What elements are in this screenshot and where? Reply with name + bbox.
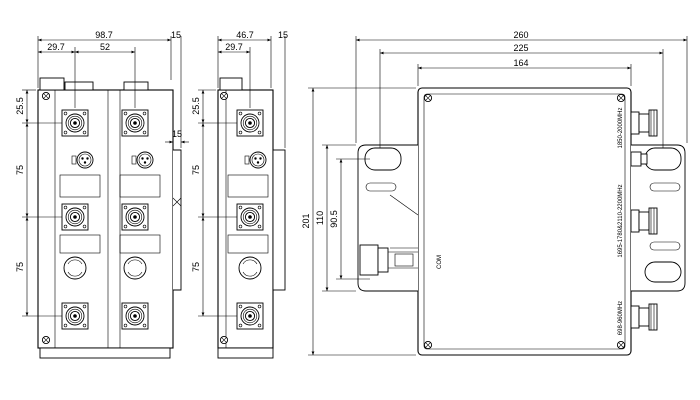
dim-top-overall-length: 260 bbox=[513, 30, 528, 40]
screw-icon bbox=[41, 335, 51, 345]
n-connector-icon bbox=[121, 203, 149, 231]
dim-top-height-110: 110 bbox=[315, 211, 325, 225]
boss-icon bbox=[238, 256, 262, 280]
boss-icon bbox=[123, 256, 147, 280]
port-connector-1 bbox=[630, 109, 658, 137]
dim-front-top-offset: 25.5 bbox=[15, 97, 25, 115]
dim-front-vertical-1: 75 bbox=[15, 165, 25, 175]
dim-side-top-offset: 25.5 bbox=[191, 97, 201, 115]
front-body bbox=[37, 89, 174, 349]
port-connector-3 bbox=[630, 303, 658, 331]
port-label-com: COM bbox=[437, 255, 443, 269]
n-connector-icon bbox=[61, 302, 89, 330]
dim-side-width-total: 46.7 bbox=[236, 30, 254, 40]
dim-side-flange: 15 bbox=[278, 30, 288, 40]
port-label-3: 698-960MHz bbox=[618, 301, 624, 335]
dim-side-vertical-1: 75 bbox=[191, 165, 201, 175]
dim-top-overall-height: 201 bbox=[301, 213, 311, 228]
dim-front-flange: 15 bbox=[171, 30, 181, 40]
screw-icon bbox=[616, 93, 626, 103]
n-connector-icon bbox=[121, 302, 149, 330]
dim-top-body-length: 164 bbox=[513, 58, 528, 68]
dim-front-vertical-2: 75 bbox=[15, 262, 25, 272]
dim-side-vertical-2: 75 bbox=[191, 262, 201, 272]
n-connector-icon bbox=[236, 302, 264, 330]
port-label-1: 1850-2000MHz bbox=[618, 107, 624, 148]
screw-icon bbox=[219, 335, 229, 345]
n-connector-icon bbox=[61, 109, 89, 137]
dim-top-height-90-5: 90.5 bbox=[329, 210, 339, 228]
top-body bbox=[417, 87, 632, 356]
n-connector-icon bbox=[236, 203, 264, 231]
port-connector-2 bbox=[630, 207, 658, 235]
screw-icon bbox=[41, 91, 51, 101]
n-connector-icon bbox=[61, 203, 89, 231]
dim-front-connector-pitch: 52 bbox=[100, 42, 110, 52]
dim-front-side-15: 15 bbox=[172, 129, 182, 139]
front-view: 98.7 29.7 52 15 15 25.5 75 75 bbox=[15, 30, 189, 359]
top-view: COM 1850-2000MHz 1695-1780&2110-2200MHz … bbox=[301, 30, 688, 356]
screw-icon bbox=[423, 340, 433, 350]
dim-top-hole-spacing: 225 bbox=[513, 43, 528, 53]
boss-icon bbox=[63, 256, 87, 280]
dim-side-left-offset: 29.7 bbox=[225, 42, 243, 52]
n-connector-icon bbox=[121, 109, 149, 137]
right-bracket bbox=[631, 144, 686, 292]
screw-icon bbox=[219, 91, 229, 101]
n-connector-icon bbox=[236, 109, 264, 137]
port-label-2: 1695-1780&2110-2200MHz bbox=[618, 184, 624, 257]
dim-front-width-total: 98.7 bbox=[95, 30, 113, 40]
dc-port bbox=[630, 151, 648, 167]
dim-front-left-offset: 29.7 bbox=[47, 42, 65, 52]
screw-icon bbox=[423, 93, 433, 103]
side-view: 46.7 29.7 15 25.5 75 75 bbox=[191, 30, 288, 359]
screw-icon bbox=[616, 340, 626, 350]
